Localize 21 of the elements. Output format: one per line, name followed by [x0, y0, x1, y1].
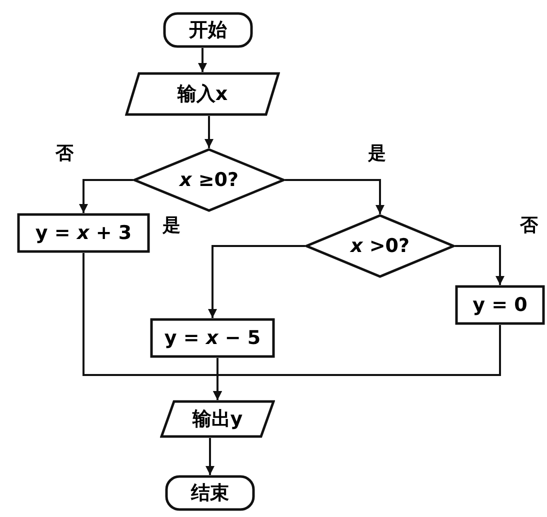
decision-diamond: x ≥0? — [133, 148, 285, 212]
process-box: y = 0 — [455, 285, 545, 325]
edge-label: 是 — [368, 144, 386, 164]
edge-label: 否 — [56, 144, 74, 164]
process-box: y = x + 3 — [17, 213, 150, 253]
io-parallelogram: 输出y — [160, 400, 275, 438]
terminal-box: 开始 — [163, 12, 253, 48]
arrow — [208, 245, 305, 318]
arrow — [213, 325, 501, 400]
edge-label: 是 — [162, 216, 180, 236]
edge-label: 否 — [520, 216, 538, 236]
process-box: y = x − 5 — [150, 318, 275, 358]
arrow — [79, 179, 133, 213]
io-parallelogram: 输入x — [125, 72, 280, 116]
arrow — [198, 48, 207, 72]
arrow — [204, 116, 214, 148]
terminal-box: 结束 — [165, 475, 255, 511]
arrow — [455, 245, 504, 285]
arrow — [285, 179, 384, 214]
decision-diamond: x >0? — [305, 214, 455, 278]
arrow — [206, 438, 214, 475]
